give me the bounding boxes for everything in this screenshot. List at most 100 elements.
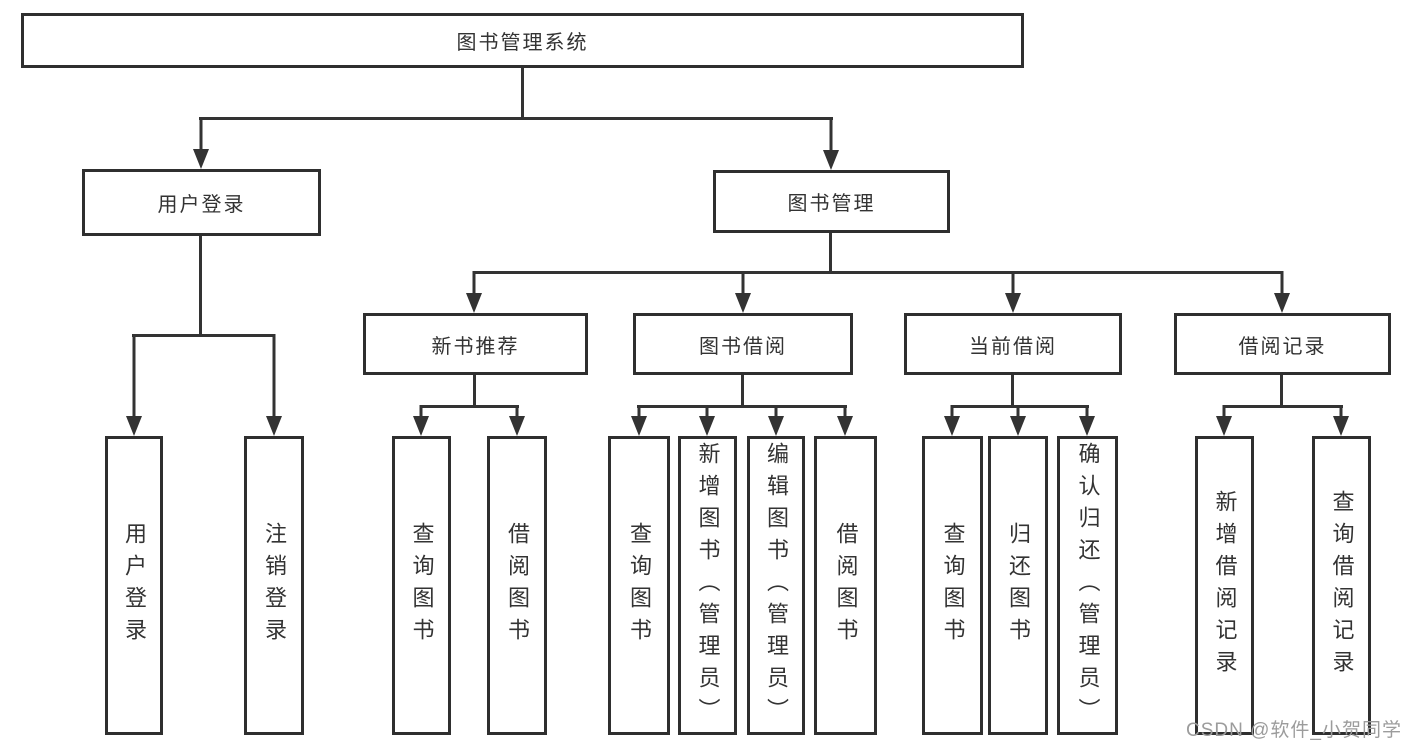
leaf-borrow-add: 新增图书（管理员） [678,436,737,735]
arrowhead-icon [837,416,853,436]
leaf-newbook-borrow: 借阅图书 [487,436,547,735]
down-arrow-to-leaf-newbook-query [413,405,429,436]
leaf-current-confirm-label: 确认归还（管理员） [1075,441,1101,730]
connector-user-login-rail [132,334,275,337]
arrowhead-icon [413,416,429,436]
connector-user-login-stem [199,236,202,334]
arrowhead-icon [944,416,960,436]
down-arrow-to-book-borrow [735,271,751,313]
arrowhead-icon [1079,416,1095,436]
node-current-borrow-label: 当前借阅 [969,335,1057,358]
connector-book-borrow-rail [637,405,847,408]
node-current-borrow: 当前借阅 [904,313,1122,375]
arrowhead-icon [631,416,647,436]
connector-book-mgmt-stem [829,233,832,271]
leaf-record-add-label: 新增借阅记录 [1212,489,1238,682]
arrow-shaft [1016,405,1020,420]
connector-borrow-record-stem [1280,375,1283,405]
arrow-shaft [774,405,778,420]
arrowhead-icon [699,416,715,436]
leaf-newbook-borrow-label: 借阅图书 [505,521,530,650]
leaf-user-login: 用户登录 [105,436,163,735]
leaf-current-return: 归还图书 [988,436,1048,735]
arrow-shaft [829,117,833,154]
leaf-borrow-lend-label: 借阅图书 [833,521,859,650]
node-root-label: 图书管理系统 [456,32,589,54]
down-arrow-to-leaf-logout [266,334,282,436]
arrow-shaft [1085,405,1089,420]
arrowhead-icon [466,293,482,313]
down-arrow-to-leaf-record-query [1333,405,1349,436]
arrowhead-icon [193,149,209,169]
connector-new-book-rail [420,405,519,408]
arrow-shaft [272,334,276,420]
arrow-shaft [1222,405,1226,420]
down-arrow-to-leaf-current-confirm [1079,405,1095,436]
leaf-borrow-lend: 借阅图书 [814,436,877,735]
down-arrow-to-leaf-borrow-edit [768,405,784,436]
leaf-current-return-label: 归还图书 [1006,521,1031,650]
node-user-login: 用户登录 [82,169,321,236]
leaf-record-query: 查询借阅记录 [1312,436,1371,735]
arrow-shaft [705,405,709,420]
arrowhead-icon [1216,416,1232,436]
arrowhead-icon [823,150,839,170]
arrow-shaft [1280,271,1284,297]
node-new-book-recommend: 新书推荐 [363,313,588,375]
arrowhead-icon [1333,416,1349,436]
down-arrow-to-borrow-record [1274,271,1290,313]
arrowhead-icon [266,416,282,436]
down-arrow-to-leaf-user-login [126,334,142,436]
connector-book-borrow-stem [741,375,744,405]
node-borrow-record: 借阅记录 [1174,313,1391,375]
down-arrow-to-leaf-current-query [944,405,960,436]
down-arrow-to-leaf-borrow-add [699,405,715,436]
down-arrow-to-current-borrow [1005,271,1021,313]
leaf-newbook-query: 查询图书 [392,436,451,735]
leaf-current-query-label: 查询图书 [940,521,966,650]
arrow-shaft [843,405,847,420]
leaf-borrow-edit-label: 编辑图书（管理员） [764,441,789,730]
down-arrow-to-book-management [823,117,839,170]
down-arrow-to-leaf-record-add [1216,405,1232,436]
down-arrow-to-leaf-borrow-query [631,405,647,436]
node-user-login-label: 用户登录 [157,194,246,216]
connector-current-borrow-stem [1011,375,1014,405]
arrowhead-icon [126,416,142,436]
arrow-shaft [741,271,745,297]
csdn-watermark: CSDN @软件_小贺同学 [1186,720,1402,741]
leaf-newbook-query-label: 查询图书 [409,521,435,650]
node-book-management-label: 图书管理 [787,193,876,215]
connector-current-borrow-rail [951,405,1089,408]
leaf-borrow-query-label: 查询图书 [627,521,652,650]
arrow-shaft [1339,405,1343,420]
leaf-record-add: 新增借阅记录 [1195,436,1254,735]
arrowhead-icon [509,416,525,436]
leaf-record-query-label: 查询借阅记录 [1329,489,1355,682]
arrowhead-icon [768,416,784,436]
arrow-shaft [950,405,954,420]
arrow-shaft [199,117,203,153]
down-arrow-to-user-login [193,117,209,169]
leaf-borrow-edit: 编辑图书（管理员） [747,436,805,735]
leaf-logout: 注销登录 [244,436,304,735]
arrow-shaft [637,405,641,420]
leaf-current-query: 查询图书 [922,436,983,735]
connector-level2-rail [473,271,1283,274]
connector-root-stem [521,68,524,117]
node-book-borrow: 图书借阅 [633,313,853,375]
connector-new-book-stem [473,375,476,405]
down-arrow-to-new-book-recommend [466,271,482,313]
arrowhead-icon [1274,293,1290,313]
node-book-management: 图书管理 [713,170,950,233]
node-new-book-recommend-label: 新书推荐 [431,335,520,358]
arrow-shaft [419,405,423,420]
node-book-borrow-label: 图书借阅 [699,335,787,358]
arrowhead-icon [1010,416,1026,436]
node-root: 图书管理系统 [21,13,1024,68]
arrowhead-icon [735,293,751,313]
arrow-shaft [472,271,476,297]
arrowhead-icon [1005,293,1021,313]
leaf-logout-label: 注销登录 [262,521,287,650]
